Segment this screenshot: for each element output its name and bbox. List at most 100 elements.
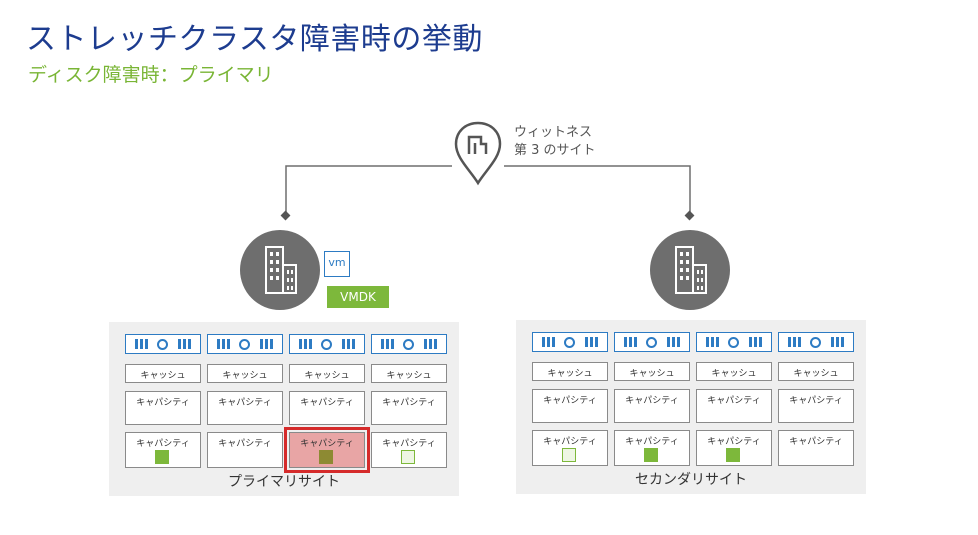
secondary-site-panel: セカンダリサイト キャッシュキャパシティキャパシティキャッシュキャパシティキャパ… [516, 320, 866, 494]
capacity-disk: キャパシティ [614, 389, 690, 423]
capacity-disk: キャパシティ [614, 430, 690, 466]
capacity-disk: キャパシティ [207, 391, 283, 425]
capacity-disk-label: キャパシティ [218, 439, 272, 449]
witness-component-object [562, 448, 576, 462]
capacity-disk: キャパシティ [778, 389, 854, 423]
capacity-disk-label: キャパシティ [136, 439, 190, 449]
capacity-disk-label: キャパシティ [382, 398, 436, 408]
data-object [726, 448, 740, 462]
server-bars [541, 337, 555, 347]
failed-capacity-disk: キャパシティ [289, 432, 365, 468]
capacity-disk-label: キャパシティ [789, 437, 843, 447]
host: キャッシュキャパシティキャパシティ [125, 334, 201, 468]
server-icon [614, 332, 690, 352]
capacity-disk-label: キャパシティ [136, 398, 190, 408]
server-bars [342, 339, 356, 349]
server-led [810, 336, 822, 348]
cache-disk-label: キャッシュ [547, 369, 593, 379]
server-led [728, 336, 740, 348]
capacity-disk: キャパシティ [532, 430, 608, 466]
cache-disk-label: キャッシュ [711, 369, 757, 379]
host: キャッシュキャパシティキャパシティ [614, 332, 690, 466]
vmdk-badge: VMDK [327, 286, 389, 308]
capacity-disk-label: キャパシティ [543, 437, 597, 447]
page-subtitle: ディスク障害時：プライマリ [28, 64, 274, 86]
capacity-disk: キャパシティ [696, 389, 772, 423]
server-icon [125, 334, 201, 354]
capacity-disk: キャパシティ [371, 391, 447, 425]
cache-disk: キャッシュ [614, 362, 690, 381]
capacity-disk: キャパシティ [532, 389, 608, 423]
server-icon [371, 334, 447, 354]
capacity-disk-label: キャパシティ [707, 396, 761, 406]
host: キャッシュキャパシティキャパシティ [532, 332, 608, 466]
primary-site-label: プライマリサイト [228, 474, 340, 490]
server-bars [787, 337, 801, 347]
host: キャッシュキャパシティキャパシティ [696, 332, 772, 466]
host: キャッシュキャパシティキャパシティ [371, 334, 447, 468]
secondary-site-label: セカンダリサイト [635, 472, 747, 488]
page-title: ストレッチクラスタ障害時の挙動 [26, 22, 483, 57]
capacity-disk: キャパシティ [371, 432, 447, 468]
server-bars [178, 339, 192, 349]
capacity-disk: キャパシティ [778, 430, 854, 466]
cache-disk-label: キャッシュ [386, 371, 432, 381]
data-object [644, 448, 658, 462]
host: キャッシュキャパシティキャパシティ [778, 332, 854, 466]
secondary-building-icon [650, 230, 730, 310]
host: キャッシュキャパシティキャパシティ [284, 334, 370, 473]
cache-disk: キャッシュ [289, 364, 365, 383]
cache-disk-label: キャッシュ [793, 369, 839, 379]
cache-disk: キャッシュ [696, 362, 772, 381]
server-icon [778, 332, 854, 352]
server-icon [289, 334, 365, 354]
cache-disk-label: キャッシュ [140, 371, 186, 381]
server-led [403, 338, 415, 350]
server-led [157, 338, 169, 350]
cache-disk-label: キャッシュ [304, 371, 350, 381]
server-bars [424, 339, 438, 349]
capacity-disk: キャパシティ [696, 430, 772, 466]
capacity-disk-label: キャパシティ [382, 439, 436, 449]
capacity-disk-label: キャパシティ [625, 437, 679, 447]
primary-site-panel: プライマリサイト キャッシュキャパシティキャパシティキャッシュキャパシティキャパ… [109, 322, 459, 496]
failed-data-object [319, 450, 333, 464]
data-object [155, 450, 169, 464]
cache-disk: キャッシュ [371, 364, 447, 383]
capacity-disk: キャパシティ [207, 432, 283, 468]
capacity-disk-label: キャパシティ [625, 396, 679, 406]
cache-disk-label: キャッシュ [629, 369, 675, 379]
server-icon [207, 334, 283, 354]
capacity-disk-label: キャパシティ [218, 398, 272, 408]
cache-disk: キャッシュ [532, 362, 608, 381]
capacity-disk-label: キャパシティ [707, 437, 761, 447]
witness-component-object [401, 450, 415, 464]
capacity-disk: キャパシティ [125, 432, 201, 468]
witness-label-line1: ウィットネス [514, 125, 593, 140]
server-icon [532, 332, 608, 352]
server-bars [216, 339, 230, 349]
server-icon [696, 332, 772, 352]
capacity-disk: キャパシティ [289, 391, 365, 425]
server-led [564, 336, 576, 348]
server-bars [749, 337, 763, 347]
server-bars [134, 339, 148, 349]
witness-label: ウィットネス 第 3 のサイト [514, 124, 596, 160]
server-bars [260, 339, 274, 349]
server-bars [705, 337, 719, 347]
server-bars [585, 337, 599, 347]
server-bars [831, 337, 845, 347]
server-led [321, 338, 333, 350]
primary-building-icon [240, 230, 320, 310]
capacity-disk-label: キャパシティ [300, 439, 354, 449]
capacity-disk-label: キャパシティ [543, 396, 597, 406]
server-led [239, 338, 251, 350]
location-pin-icon [452, 120, 504, 186]
capacity-disk-label: キャパシティ [789, 396, 843, 406]
server-led [646, 336, 658, 348]
server-bars [298, 339, 312, 349]
server-bars [380, 339, 394, 349]
server-bars [667, 337, 681, 347]
capacity-disk: キャパシティ [125, 391, 201, 425]
